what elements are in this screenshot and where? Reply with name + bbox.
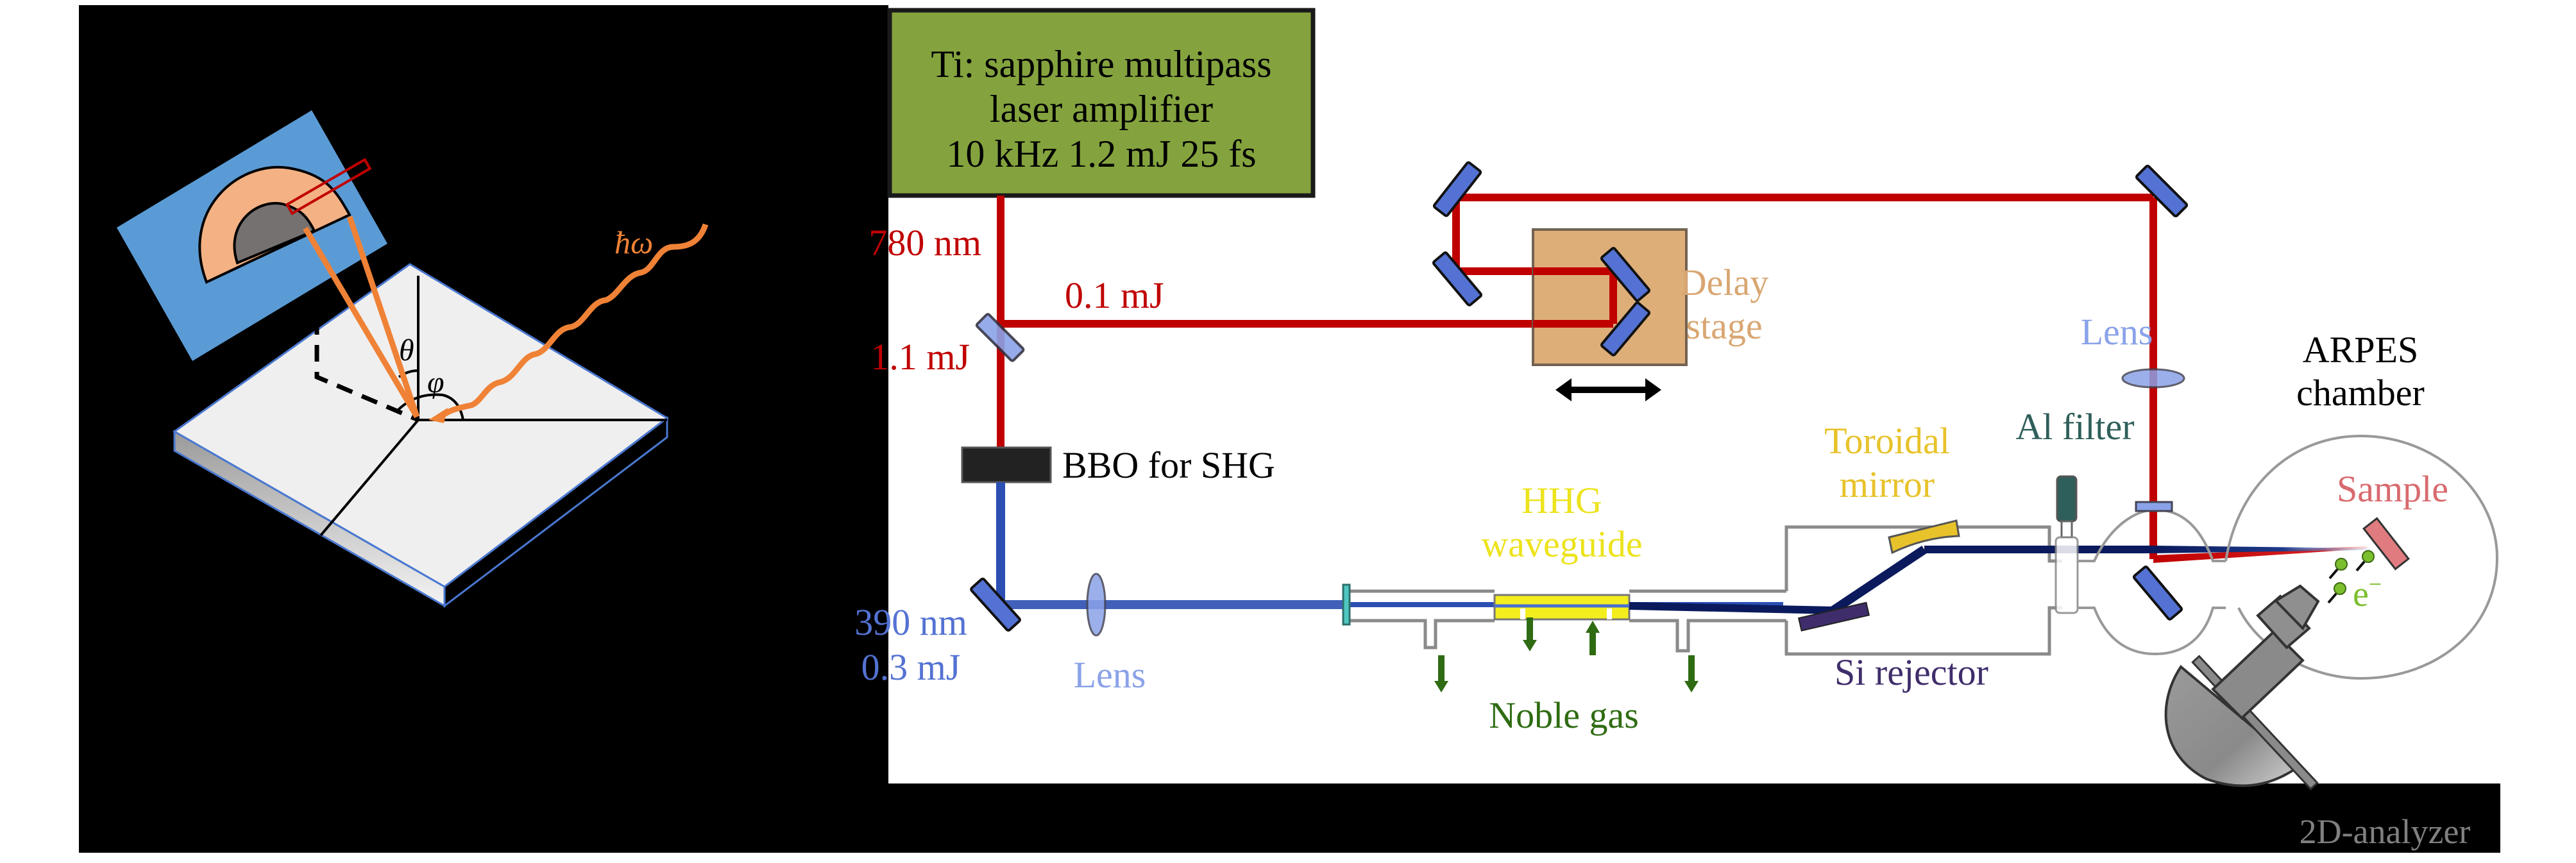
gas-arrow-down-1-icon bbox=[1434, 655, 1448, 692]
si-rejector-label: Si rejector bbox=[1835, 651, 1988, 693]
laser-amplifier-box bbox=[887, 8, 1316, 198]
delay-stage: Delay stage bbox=[1532, 228, 1769, 401]
fold-mirror-top-left bbox=[1432, 161, 1482, 217]
pump-energy-label: 0.1 mJ bbox=[1065, 274, 1164, 316]
toroidal-label-2: mirror bbox=[1840, 464, 1935, 505]
arpes-label-2: chamber bbox=[2296, 372, 2425, 414]
analyzer-label: 2D-analyzer bbox=[2300, 812, 2471, 851]
chamber-window bbox=[2135, 501, 2173, 512]
focusing-chamber-wall bbox=[1784, 525, 2062, 591]
gas-arrow-down-3-icon bbox=[1684, 655, 1699, 692]
laser-amplifier: Ti: sapphire multipass laser amplifier 1… bbox=[887, 8, 1316, 198]
chamber-wall-bottom-right bbox=[1629, 619, 1786, 653]
hhg-chamber bbox=[1347, 525, 2062, 656]
uv-energy-label: 0.3 mJ bbox=[861, 646, 961, 688]
hemispherical-analyzer bbox=[2164, 584, 2320, 791]
photon-arrowhead-icon bbox=[428, 408, 448, 423]
delay-mirror-upper bbox=[1600, 247, 1651, 302]
analyzer-nose bbox=[2273, 584, 2320, 631]
entrance-window bbox=[1342, 583, 1351, 626]
uv-steering-mirror bbox=[970, 577, 1021, 632]
phi-label: φ bbox=[427, 365, 445, 399]
electron-dot-2 bbox=[2362, 550, 2375, 563]
sample-crystal bbox=[2362, 517, 2410, 571]
al-filter-label: Al filter bbox=[2015, 406, 2134, 448]
analyzer-detector bbox=[117, 110, 387, 361]
electron-cone bbox=[303, 215, 420, 419]
waveguide-gas-port-1 bbox=[1520, 608, 1525, 619]
slab-top-face bbox=[173, 263, 669, 588]
photon-wave-icon bbox=[441, 223, 709, 418]
bbo-label: BBO for SHG bbox=[1062, 444, 1275, 486]
hhg-label-2: waveguide bbox=[1481, 523, 1642, 565]
incoming-photon: ħω bbox=[428, 223, 709, 423]
bottom-black-bar bbox=[888, 783, 2500, 853]
toroidal-mirror bbox=[1888, 519, 1960, 555]
al-filter-holder bbox=[2055, 536, 2079, 614]
uv-focusing-lens bbox=[1086, 573, 1106, 637]
electron-charge: − bbox=[2369, 571, 2382, 597]
electron-label: e− bbox=[2353, 571, 2382, 614]
bbo-crystal bbox=[961, 446, 1052, 483]
photon-energy-label: ħω bbox=[614, 224, 653, 260]
noble-gas-flow: Noble gas bbox=[1434, 617, 1699, 736]
fold-mirror-top-right bbox=[2135, 164, 2189, 218]
gas-arrow-up-icon bbox=[1586, 621, 1600, 655]
laser-line-2: laser amplifier bbox=[990, 88, 1213, 130]
detector-hemisphere-inner bbox=[233, 201, 316, 265]
theta-label: θ bbox=[399, 333, 414, 367]
si-rejector bbox=[1797, 601, 1870, 632]
gas-arrow-down-2-icon bbox=[1523, 617, 1537, 651]
detector-slit bbox=[285, 158, 372, 215]
hhg-label-1: HHG bbox=[1521, 480, 1602, 521]
laser-line-3: 10 kHz 1.2 mJ 25 fs bbox=[946, 133, 1256, 175]
chamber-wall-bottom-left bbox=[1347, 619, 1495, 649]
al-filter-handle bbox=[2056, 475, 2078, 523]
fold-mirror-mid-left bbox=[1432, 251, 1483, 306]
electron-dot-3 bbox=[2334, 582, 2346, 595]
beamsplitter bbox=[975, 313, 1025, 362]
focusing-chamber-wall-bottom bbox=[1784, 606, 2062, 656]
incoupling-mirror bbox=[2132, 566, 2183, 621]
delay-stage-label-2: stage bbox=[1686, 305, 1762, 347]
electron-dot-1 bbox=[2335, 558, 2348, 571]
laser-line-1: Ti: sapphire multipass bbox=[931, 43, 1271, 85]
delay-mirror-lower bbox=[1600, 301, 1651, 356]
right-panel: 2D-analyzer Ti: sapphire multipass laser… bbox=[854, 5, 2500, 853]
toroidal-label-1: Toroidal bbox=[1824, 420, 1950, 462]
in-plane-axis-y bbox=[319, 419, 419, 537]
al-filter-rod bbox=[2060, 520, 2073, 539]
cone-edge-left bbox=[303, 226, 419, 419]
arpes-label-1: ARPES bbox=[2303, 329, 2419, 371]
left-panel: θ φ ħω bbox=[79, 5, 888, 853]
uv-lens-label: Lens bbox=[1074, 654, 1146, 696]
waveguide-gas-port-2 bbox=[1607, 608, 1612, 619]
uv-wavelength-label: 390 nm bbox=[854, 601, 967, 643]
arpes-chamber-wall bbox=[2224, 434, 2499, 680]
projection-dashed-line bbox=[314, 237, 419, 423]
xuv-beam-to-rejector bbox=[1629, 602, 1834, 614]
sample-label: Sample bbox=[2337, 468, 2448, 510]
delay-stage-label-1: Delay bbox=[1680, 262, 1769, 303]
analyzer-lens-ring bbox=[2256, 594, 2311, 649]
xuv-beam-to-toroidal bbox=[1831, 546, 1927, 614]
arpes-chamber: ARPES chamber Sample e− bbox=[2224, 329, 2499, 680]
al-filter: Al filter bbox=[2015, 406, 2135, 614]
left-margin bbox=[0, 0, 79, 863]
ir-energy-label: 1.1 mJ bbox=[870, 336, 970, 378]
ir-focusing-lens bbox=[2121, 368, 2185, 389]
photoelectrons: e− bbox=[2327, 550, 2382, 614]
analyzer-lens-column bbox=[2211, 630, 2305, 720]
delay-stage-arrow-icon bbox=[1555, 378, 1661, 401]
sample-slab: θ φ bbox=[173, 237, 669, 608]
ir-wavelength-label: 780 nm bbox=[869, 222, 981, 264]
hhg-waveguide: HHG waveguide bbox=[1481, 480, 1643, 621]
noble-gas-label: Noble gas bbox=[1489, 694, 1639, 736]
cone-edge-right bbox=[346, 215, 420, 418]
analyzer-hemisphere bbox=[2164, 665, 2302, 787]
ir-lens-label: Lens bbox=[2081, 311, 2153, 353]
xuv-beam-path bbox=[1629, 546, 2153, 614]
